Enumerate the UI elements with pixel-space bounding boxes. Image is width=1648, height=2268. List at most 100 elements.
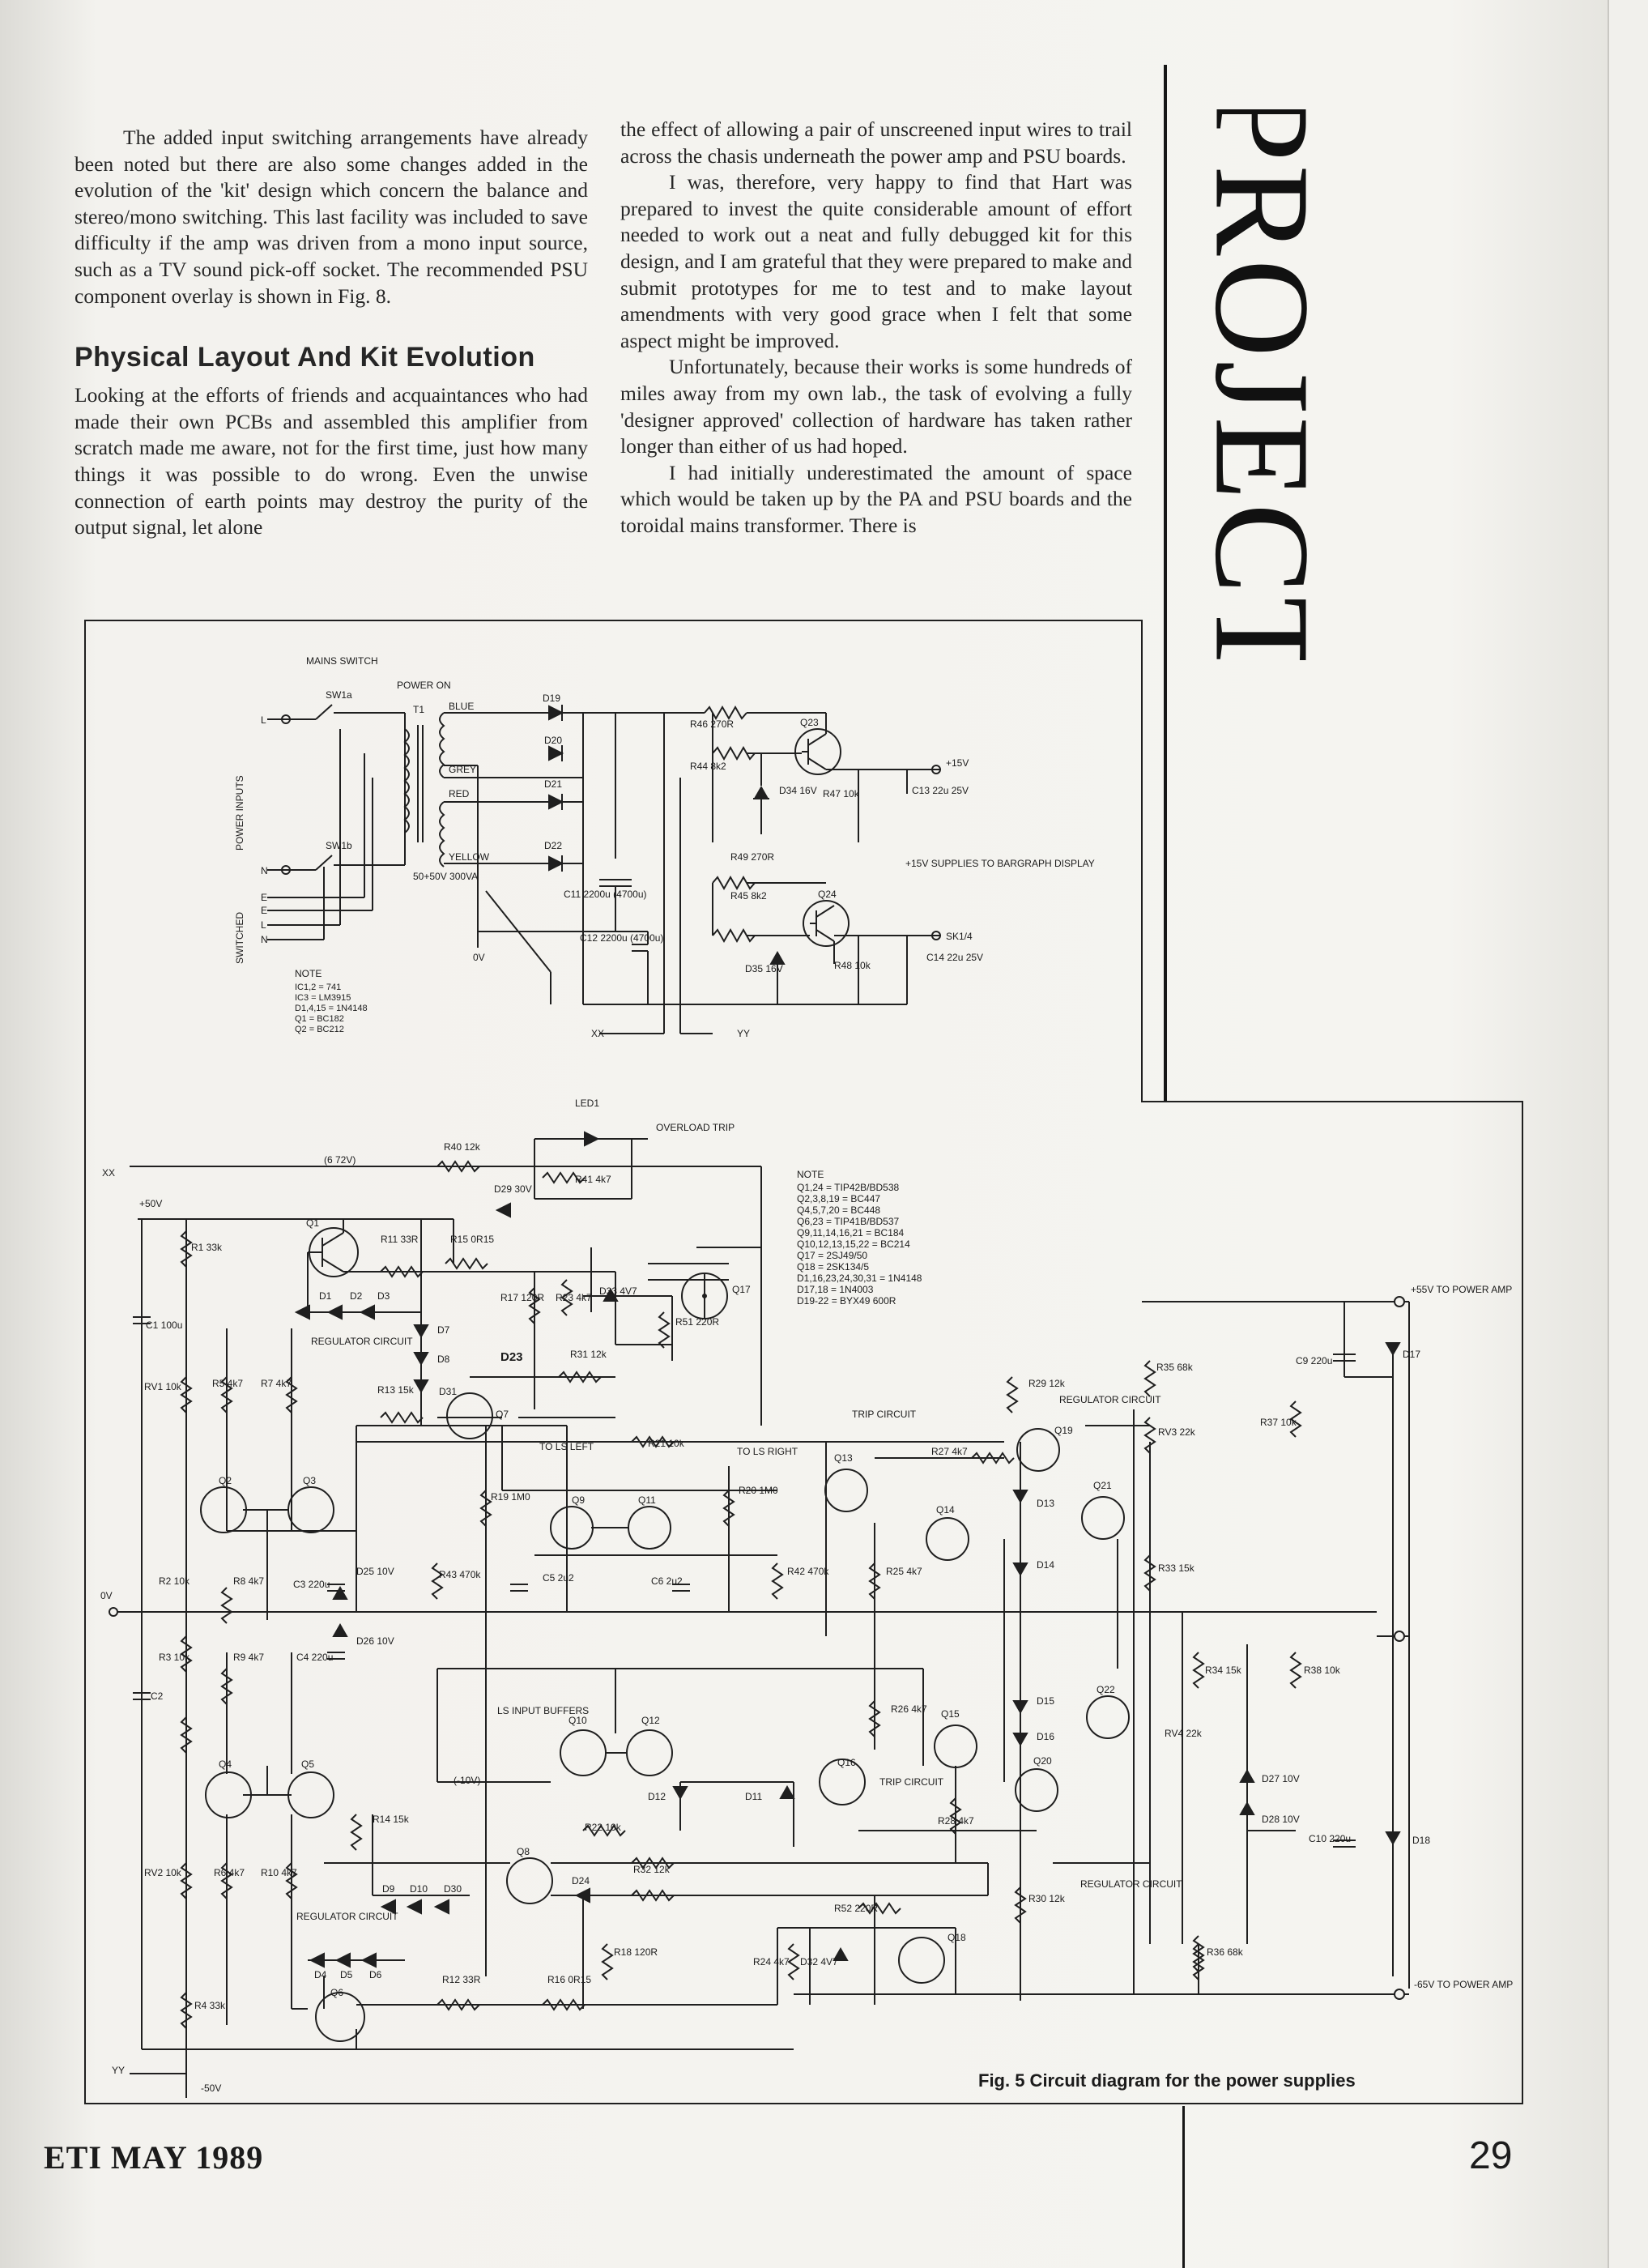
label-q20: Q20 (1033, 1755, 1052, 1767)
label-q18: Q18 (947, 1932, 966, 1943)
label-d22: D22 (544, 840, 562, 851)
label-0v: 0V (473, 952, 485, 963)
label-q23: Q23 (800, 717, 819, 728)
label-r23: R23 4k7 (556, 1292, 592, 1303)
label-minus65: -65V TO POWER AMP (1414, 1979, 1513, 1990)
label-r49: R49 270R (730, 851, 774, 863)
label-r22: R22 10k (585, 1822, 622, 1833)
label-c5: C5 2u2 (543, 1572, 574, 1584)
pass-transistor-q1 (308, 1219, 534, 1277)
label-c4: C4 220u (296, 1652, 333, 1663)
label-r4: R4 33k (194, 2000, 226, 2011)
label-d30: D30 (444, 1883, 462, 1895)
terminal-label: N (261, 865, 268, 876)
magazine-page (0, 0, 1608, 2268)
label-d24: D24 (572, 1875, 590, 1886)
schematic-labels: MAINS SWITCH POWER ON SW1a SW1b T1 BLUE … (295, 655, 1095, 1039)
label-regulator: REGULATOR CIRCUIT (311, 1336, 413, 1347)
label-r30: R30 12k (1028, 1893, 1066, 1904)
label-r34: R34 15k (1205, 1665, 1242, 1676)
label-q24: Q24 (818, 889, 837, 900)
label-plus50: +50V (139, 1198, 162, 1209)
label-red: RED (449, 788, 470, 799)
label-q10: Q10 (568, 1715, 587, 1726)
label-d31: D31 (439, 1386, 457, 1397)
label-d28: D28 10V (1262, 1814, 1300, 1825)
bridge-rectifier (477, 712, 713, 1034)
label-d16: D16 (1037, 1731, 1054, 1742)
label-r11: R11 33R (381, 1234, 419, 1245)
label-q11: Q11 (638, 1494, 656, 1506)
label-d13: D13 (1037, 1498, 1054, 1509)
bottom-note-line: Q4,5,7,20 = BC448 (797, 1204, 880, 1216)
caps (133, 1316, 1356, 1848)
label-led1: LED1 (575, 1098, 599, 1109)
rectifier-diodes (548, 705, 786, 965)
label-r8: R8 4k7 (233, 1575, 264, 1587)
label-d26: D26 10V (356, 1635, 394, 1647)
bottom-note-line: Q6,23 = TIP41B/BD537 (797, 1216, 900, 1227)
label-r46: R46 270R (690, 718, 734, 730)
paragraph: the effect of allowing a pair of unscree… (620, 117, 1132, 168)
terminal-label: L (261, 714, 266, 726)
label-r14: R14 15k (373, 1814, 410, 1825)
ls-buffers (436, 1612, 1296, 1944)
label-r51: R51 220R (675, 1316, 719, 1328)
trip-circuit (356, 1425, 1151, 2001)
label-q2: Q2 (219, 1475, 232, 1486)
label-r12: R12 33R (442, 1974, 481, 1985)
label-r44: R44 8k2 (690, 761, 726, 772)
regulator-left-bank (200, 1328, 356, 2025)
label-r38: R38 10k (1304, 1665, 1341, 1676)
label-d34: D34 16V (779, 785, 817, 796)
label-rv1: RV1 10k (144, 1381, 182, 1392)
label-q6: Q6 (330, 1987, 343, 1998)
label-q12: Q12 (641, 1715, 660, 1726)
label-r35: R35 68k (1156, 1362, 1194, 1373)
figure-frame (84, 620, 1523, 2104)
power-input-terminal-labels: L N E E L N POWER INPUTS SWITCHED (234, 714, 268, 964)
label-q15: Q15 (941, 1708, 960, 1720)
label-trip-circuit2: TRIP CIRCUIT (879, 1776, 944, 1788)
label-r48: R48 10k (834, 960, 871, 971)
label-r2: R2 10k (159, 1575, 190, 1587)
label-d33: D33 4V7 (599, 1285, 637, 1297)
regulator-diodes (294, 1131, 1401, 1968)
note-title-bottom: NOTE (797, 1169, 824, 1180)
label-r1: R1 33k (191, 1242, 223, 1253)
label-d3: D3 (377, 1290, 390, 1302)
label-q4: Q4 (219, 1759, 232, 1770)
top-note-line: D1,4,15 = 1N4148 (295, 1004, 368, 1013)
label-yy: YY (112, 2065, 125, 2076)
label-to-ls-left: TO LS LEFT (539, 1441, 594, 1452)
label-c10: C10 220u (1309, 1833, 1351, 1844)
label-r40: R40 12k (444, 1141, 481, 1153)
label-d21: D21 (544, 778, 562, 790)
label-r7: R7 4k7 (261, 1378, 292, 1389)
label-d4: D4 (314, 1969, 327, 1980)
terminal-label: E (261, 892, 267, 903)
label-r29: R29 12k (1028, 1378, 1066, 1389)
label-d17: D17 (1403, 1349, 1420, 1360)
label-r5: R5 4k7 (212, 1378, 243, 1389)
label-transformer: 50+50V 300VA (413, 871, 478, 882)
label-r25: R25 4k7 (886, 1566, 922, 1577)
section-heading: Physical Layout And Kit Evolution (75, 342, 535, 373)
bottom-note: Q1,24 = TIP42B/BD538 Q2,3,8,19 = BC447 Q… (797, 1182, 922, 1307)
label-d12: D12 (648, 1791, 666, 1802)
bottom-note-line: D17,18 = 1N4003 (797, 1284, 874, 1295)
terminal-label: L (261, 919, 266, 931)
paragraph: I had initially underestimated the amoun… (620, 460, 1132, 537)
bottom-note-line: Q17 = 2SJ49/50 (797, 1250, 867, 1261)
label-r28: R28 4k7 (938, 1815, 974, 1827)
label-to-ls-right: TO LS RIGHT (737, 1446, 798, 1457)
label-r9: R9 4k7 (233, 1652, 264, 1663)
top-note-line: IC1,2 = 741 (295, 983, 341, 992)
label-r24: R24 4k7 (753, 1956, 790, 1967)
label-q1: Q1 (306, 1217, 319, 1229)
label-mains-switch: MAINS SWITCH (306, 655, 378, 667)
label-r15: R15 0R15 (450, 1234, 494, 1245)
label-d7: D7 (437, 1324, 450, 1336)
label-0v: 0V (100, 1590, 113, 1601)
